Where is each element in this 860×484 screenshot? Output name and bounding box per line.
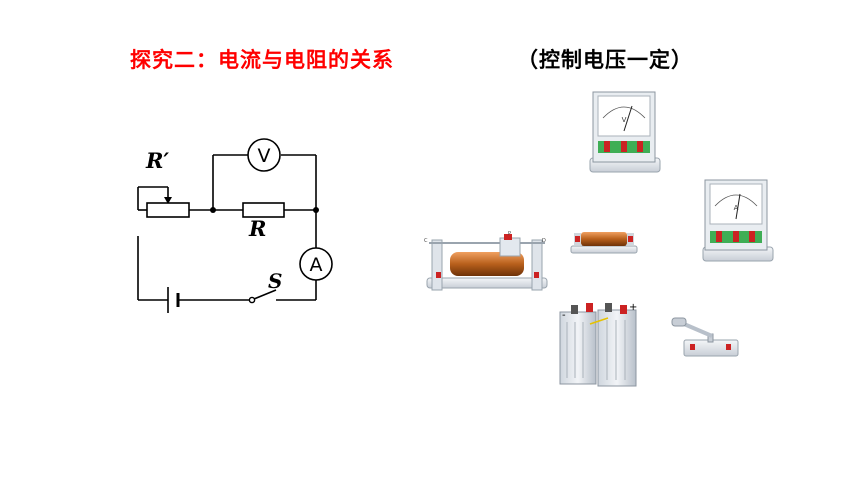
switch-contact-left — [248, 296, 256, 304]
page-subtitle: （控制电压一定） — [517, 48, 693, 72]
junction-dot-left — [210, 207, 216, 213]
ammeter-face-letter: A — [734, 204, 739, 212]
rheostat-terminal-p: P — [508, 231, 511, 237]
resistor-label: R — [248, 216, 266, 241]
voltmeter-device: V — [589, 91, 661, 173]
switch-label: S — [268, 269, 282, 293]
rheostat-terminal-d: D — [542, 238, 546, 244]
resistor-symbol — [242, 202, 285, 218]
voltmeter-symbol-letter: V — [258, 145, 271, 167]
rheostat-label: R′ — [145, 148, 169, 173]
battery-device: - + — [559, 302, 637, 387]
junction-dot-right — [313, 207, 319, 213]
ammeter-symbol — [299, 247, 333, 281]
switch-device — [671, 317, 739, 357]
rheostat-terminal-c: C — [424, 238, 428, 244]
battery-plus-sign: + — [629, 302, 637, 313]
switch-lever — [253, 289, 277, 300]
rheostat-device: C P D — [424, 231, 548, 291]
ammeter-device: A — [702, 179, 774, 262]
rheostat-symbol — [146, 202, 190, 218]
ammeter-symbol-letter: A — [310, 254, 323, 276]
resistor-device — [570, 232, 638, 254]
page-title: 探究二：电流与电阻的关系 — [130, 48, 394, 72]
battery-minus-sign: - — [562, 310, 566, 321]
voltmeter-face-letter: V — [622, 116, 627, 124]
voltmeter-symbol — [247, 138, 281, 172]
rheostat-slider-arrow — [164, 197, 172, 204]
